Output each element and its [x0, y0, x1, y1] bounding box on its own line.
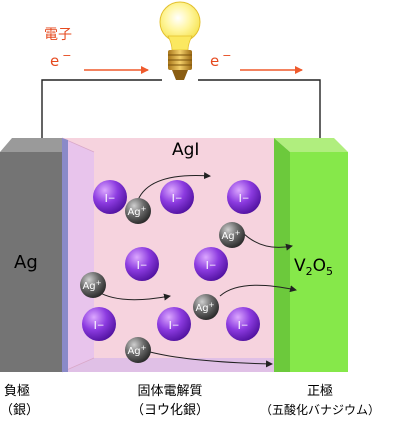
- iodide-ion: I−: [93, 180, 127, 214]
- svg-text:I−: I−: [206, 259, 217, 272]
- svg-text:Ag+: Ag+: [195, 301, 214, 314]
- migration-arrow: [219, 284, 297, 297]
- silver-ion: Ag+: [80, 272, 106, 298]
- svg-text:I−: I−: [239, 192, 250, 205]
- anode-material-label: Ag: [14, 252, 38, 273]
- circuit-wire: [41, 79, 321, 138]
- migration-arrow: [149, 351, 273, 368]
- iodide-ion: I−: [160, 180, 194, 214]
- silver-ion: Ag+: [193, 294, 219, 320]
- svg-text:I−: I−: [137, 259, 148, 272]
- cathode-name-label: 正極: [307, 383, 333, 399]
- silver-ion: Ag+: [125, 198, 151, 224]
- anode-electrode: [0, 138, 68, 372]
- silver-ion: Ag+: [125, 337, 151, 363]
- svg-text:Ag+: Ag+: [127, 344, 146, 357]
- iodide-ion: I−: [226, 307, 260, 341]
- cathode-material-label: V2O5: [294, 256, 333, 278]
- electron-right-symbol: e−: [210, 49, 231, 70]
- anode-detail-label: （銀）: [0, 403, 39, 418]
- electrolyte-name-label: 固体電解質: [137, 384, 202, 399]
- iodide-ion: I−: [227, 180, 261, 214]
- electron-label: 電子: [44, 27, 72, 43]
- iodide-ion: I−: [125, 247, 159, 281]
- svg-text:I−: I−: [105, 192, 116, 205]
- light-bulb-icon: [159, 1, 201, 80]
- migration-arrow: [241, 231, 293, 251]
- electrolyte-detail-label: （ヨウ化銀）: [131, 403, 209, 418]
- iodide-ion: I−: [82, 307, 116, 341]
- svg-text:I−: I−: [94, 319, 105, 332]
- cathode-detail-label: （五酸化バナジウム）: [260, 402, 380, 417]
- svg-text:Ag+: Ag+: [221, 229, 240, 242]
- anode-name-label: 負極: [4, 383, 30, 399]
- iodide-ion: I−: [194, 247, 228, 281]
- svg-text:I−: I−: [172, 192, 183, 205]
- ion-migration-arrows: [93, 172, 297, 368]
- svg-text:Ag+: Ag+: [82, 279, 101, 292]
- migration-arrow: [137, 172, 211, 201]
- iodide-ion: I−: [157, 307, 191, 341]
- svg-text:Ag+: Ag+: [127, 205, 146, 218]
- cathode-electrode: [274, 138, 348, 372]
- svg-text:I−: I−: [169, 319, 180, 332]
- electron-left-symbol: e−: [50, 49, 71, 70]
- svg-text:I−: I−: [238, 319, 249, 332]
- electrolyte-formula: AgI: [172, 140, 199, 160]
- silver-ion: Ag+: [219, 222, 245, 248]
